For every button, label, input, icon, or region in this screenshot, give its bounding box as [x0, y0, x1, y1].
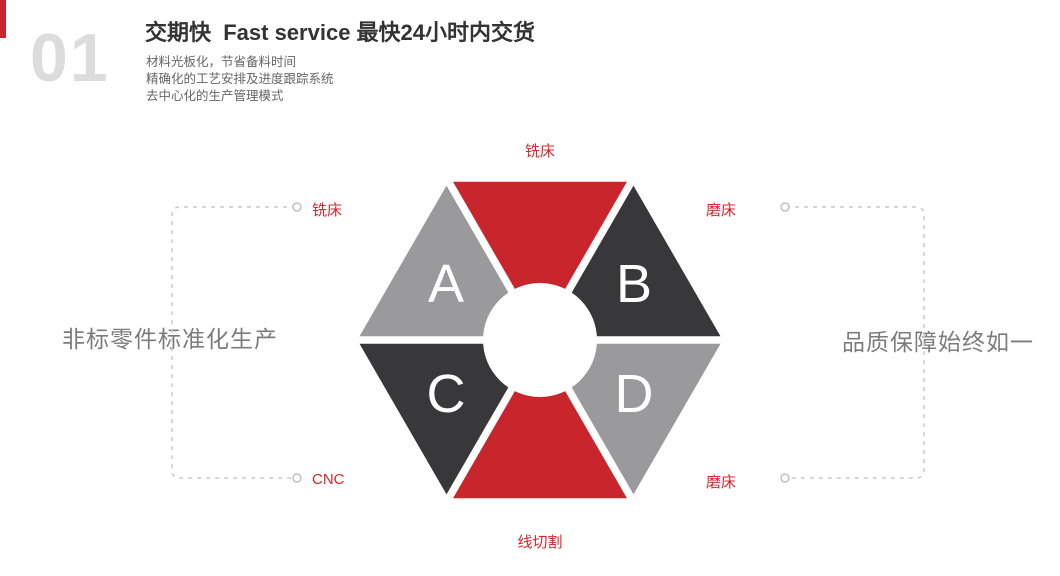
section-number: 01 — [30, 20, 110, 96]
right-caption: 品质保障始终如一 — [842, 329, 1034, 355]
label-lower-right: 磨床 — [706, 474, 737, 491]
bullet-line: 材料光板化，节省备料时间 — [146, 55, 297, 69]
segment-letter-b: B — [615, 254, 653, 314]
segment-lower-left-triangle — [359, 343, 534, 495]
right-connector-line — [786, 206, 925, 479]
label-top: 铣床 — [524, 143, 555, 160]
segment-letter-d: D — [614, 364, 654, 424]
segment-upper-left-triangle — [359, 185, 534, 337]
label-upper-left: 铣床 — [312, 202, 343, 219]
connector-dot-lower-left — [292, 473, 302, 483]
label-lower-left: CNC — [312, 471, 345, 488]
bullet-list: 材料光板化，节省备料时间 精确化的工艺安排及进度跟踪系统 去中心化的生产管理模式 — [146, 54, 334, 105]
center-circle — [483, 283, 597, 397]
connector-dot-lower-right — [780, 473, 790, 483]
segment-letter-a: A — [427, 254, 465, 314]
accent-bar — [0, 0, 6, 38]
label-upper-right: 磨床 — [706, 202, 737, 219]
segment-letter-c: C — [426, 364, 466, 424]
segment-lower-right-triangle — [546, 343, 721, 495]
bullet-line: 精确化的工艺安排及进度跟踪系统 — [146, 72, 334, 86]
connector-dot-upper-left — [292, 202, 302, 212]
left-connector-line — [171, 206, 296, 479]
connector-dot-upper-right — [780, 202, 790, 212]
segment-upper-right-triangle — [546, 185, 721, 337]
segment-top-triangle — [453, 181, 627, 333]
section-title: 交期快 Fast service 最快24小时内交货 — [145, 20, 536, 45]
bullet-line: 去中心化的生产管理模式 — [146, 89, 284, 103]
left-caption: 非标零件标准化生产 — [62, 326, 278, 352]
label-bottom: 线切割 — [517, 534, 563, 551]
segment-bottom-triangle — [453, 347, 627, 499]
